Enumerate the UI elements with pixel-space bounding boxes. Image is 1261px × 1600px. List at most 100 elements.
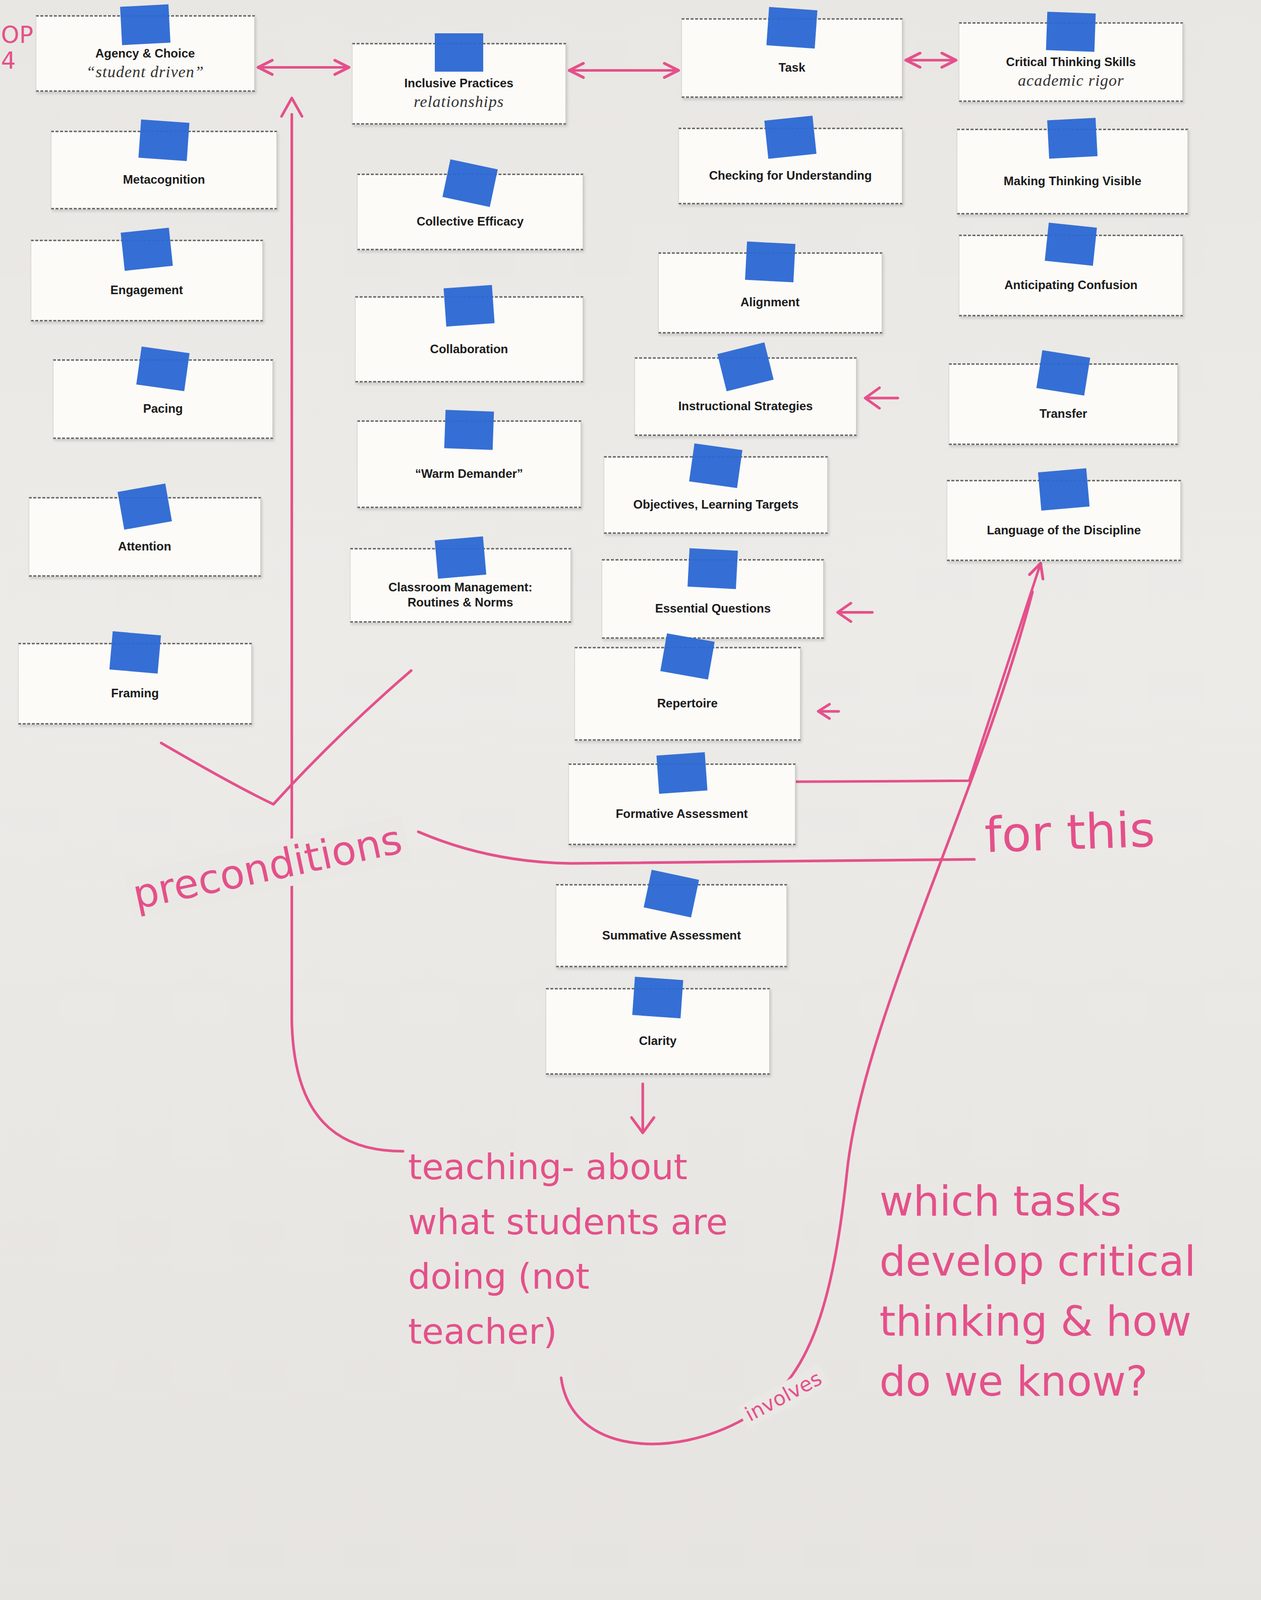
taped-card: Framing bbox=[18, 642, 252, 725]
card-title: Attention bbox=[118, 538, 171, 554]
taped-card: Alignment bbox=[658, 252, 883, 334]
card-title: “Warm Demander” bbox=[415, 466, 524, 482]
taped-card: Task bbox=[681, 18, 903, 98]
arrow-head bbox=[631, 1117, 654, 1133]
arrow-head bbox=[837, 602, 851, 621]
blue-tape bbox=[744, 241, 796, 282]
blue-tape bbox=[1045, 222, 1098, 266]
connector-arrow bbox=[795, 562, 1041, 782]
blue-tape bbox=[120, 227, 173, 272]
handwritten-note: for this bbox=[983, 803, 1156, 863]
arrow-head bbox=[818, 704, 830, 719]
card-title: Framing bbox=[110, 685, 159, 701]
arrow-head bbox=[865, 387, 880, 409]
handwritten-subtitle: academic rigor bbox=[1017, 71, 1124, 90]
taped-card: Clarity bbox=[545, 987, 771, 1075]
down-arrow bbox=[641, 1083, 645, 1131]
taped-card: Collaboration bbox=[355, 296, 584, 383]
taped-card: Checking for Understanding bbox=[678, 127, 903, 205]
card-title: Alignment bbox=[740, 294, 800, 310]
taped-card: Classroom Management: Routines & Norms bbox=[350, 547, 572, 623]
card-title: Collective Efficacy bbox=[416, 213, 524, 229]
blue-tape bbox=[136, 346, 190, 392]
blue-tape bbox=[434, 536, 487, 579]
arrow-head bbox=[281, 97, 302, 117]
blue-tape bbox=[766, 7, 818, 49]
taped-card: Making Thinking Visible bbox=[956, 128, 1189, 215]
card-title: Transfer bbox=[1039, 406, 1088, 422]
taped-card: Critical Thinking Skillsacademic rigor bbox=[958, 22, 1184, 102]
blue-tape bbox=[632, 976, 684, 1019]
card-title: Task bbox=[778, 60, 806, 76]
blue-tape bbox=[644, 869, 700, 917]
blue-tape bbox=[117, 483, 173, 530]
card-title: Checking for Understanding bbox=[709, 167, 873, 184]
blue-tape bbox=[138, 119, 190, 162]
taped-card: Agency & Choice“student driven” bbox=[35, 15, 256, 92]
blue-tape bbox=[687, 548, 738, 590]
connector-arrow bbox=[258, 66, 350, 69]
taped-card: Inclusive Practicesrelationships bbox=[352, 42, 567, 125]
card-title: Critical Thinking Skills bbox=[1006, 54, 1136, 70]
taped-card: Essential Questions bbox=[601, 558, 825, 639]
handwritten-subtitle: “student driven” bbox=[86, 63, 205, 81]
card-title: Repertoire bbox=[657, 695, 718, 711]
taped-card: Repertoire bbox=[574, 646, 801, 741]
card-title: Objectives, Learning Targets bbox=[633, 496, 799, 512]
card-title: Formative Assessment bbox=[615, 806, 749, 822]
card-title: Pacing bbox=[143, 400, 184, 417]
taped-card: “Warm Demander” bbox=[357, 420, 582, 508]
card-title: Collaboration bbox=[430, 341, 509, 357]
card-title: Anticipating Confusion bbox=[1004, 277, 1138, 293]
pointer-arrow bbox=[867, 396, 898, 399]
blue-tape bbox=[1038, 468, 1090, 511]
handwritten-note: OP 4 bbox=[1, 22, 42, 74]
card-title: Instructional Strategies bbox=[678, 398, 814, 414]
blue-tape bbox=[689, 443, 743, 489]
blue-tape bbox=[764, 115, 817, 159]
blue-tape bbox=[656, 752, 708, 794]
blue-tape bbox=[434, 33, 484, 72]
blue-tape bbox=[120, 4, 171, 46]
taped-card: Formative Assessment bbox=[568, 763, 796, 845]
leader-curve bbox=[291, 114, 403, 1152]
handwritten-note: involves bbox=[736, 1362, 831, 1428]
handwritten-note: preconditions bbox=[123, 815, 412, 920]
taped-card: Summative Assessment bbox=[555, 883, 788, 968]
taped-card: Engagement bbox=[30, 239, 264, 322]
blue-tape bbox=[1047, 117, 1098, 159]
card-title: Summative Assessment bbox=[602, 927, 741, 943]
blue-tape bbox=[1046, 12, 1097, 52]
handwritten-note: which tasks develop critical thinking & … bbox=[879, 1171, 1252, 1412]
taped-card: Objectives, Learning Targets bbox=[603, 455, 829, 534]
pointer-arrow bbox=[838, 610, 873, 614]
taped-card: Language of the Discipline bbox=[946, 479, 1182, 562]
card-title: Engagement bbox=[110, 282, 184, 298]
handwritten-note: teaching- about what students are doing … bbox=[408, 1139, 730, 1359]
taped-card: Collective Efficacy bbox=[357, 173, 584, 251]
card-title: Essential Questions bbox=[655, 600, 771, 616]
card-title: Language of the Discipline bbox=[986, 522, 1141, 538]
card-title: Clarity bbox=[639, 1033, 677, 1049]
blue-tape bbox=[660, 633, 715, 680]
taped-card: Pacing bbox=[52, 359, 274, 439]
taped-card: Attention bbox=[28, 496, 262, 577]
blue-tape bbox=[444, 410, 495, 450]
taped-card: Metacognition bbox=[50, 130, 278, 210]
card-title: Metacognition bbox=[123, 172, 206, 188]
card-title: Inclusive Practices bbox=[404, 75, 514, 91]
connector-arrow bbox=[905, 59, 956, 62]
card-title: Agency & Choice bbox=[95, 45, 195, 62]
blue-tape bbox=[443, 284, 495, 327]
taped-card: Transfer bbox=[948, 363, 1179, 445]
card-title: Classroom Management: Routines & Norms bbox=[362, 579, 559, 610]
blue-tape bbox=[1036, 350, 1091, 396]
handwritten-subtitle: relationships bbox=[413, 92, 504, 111]
blue-tape bbox=[108, 631, 161, 674]
card-title: Making Thinking Visible bbox=[1003, 173, 1142, 189]
blue-tape bbox=[442, 159, 498, 207]
taped-card: Instructional Strategies bbox=[634, 357, 857, 436]
blue-tape bbox=[717, 341, 774, 391]
taped-card: Anticipating Confusion bbox=[958, 234, 1184, 317]
